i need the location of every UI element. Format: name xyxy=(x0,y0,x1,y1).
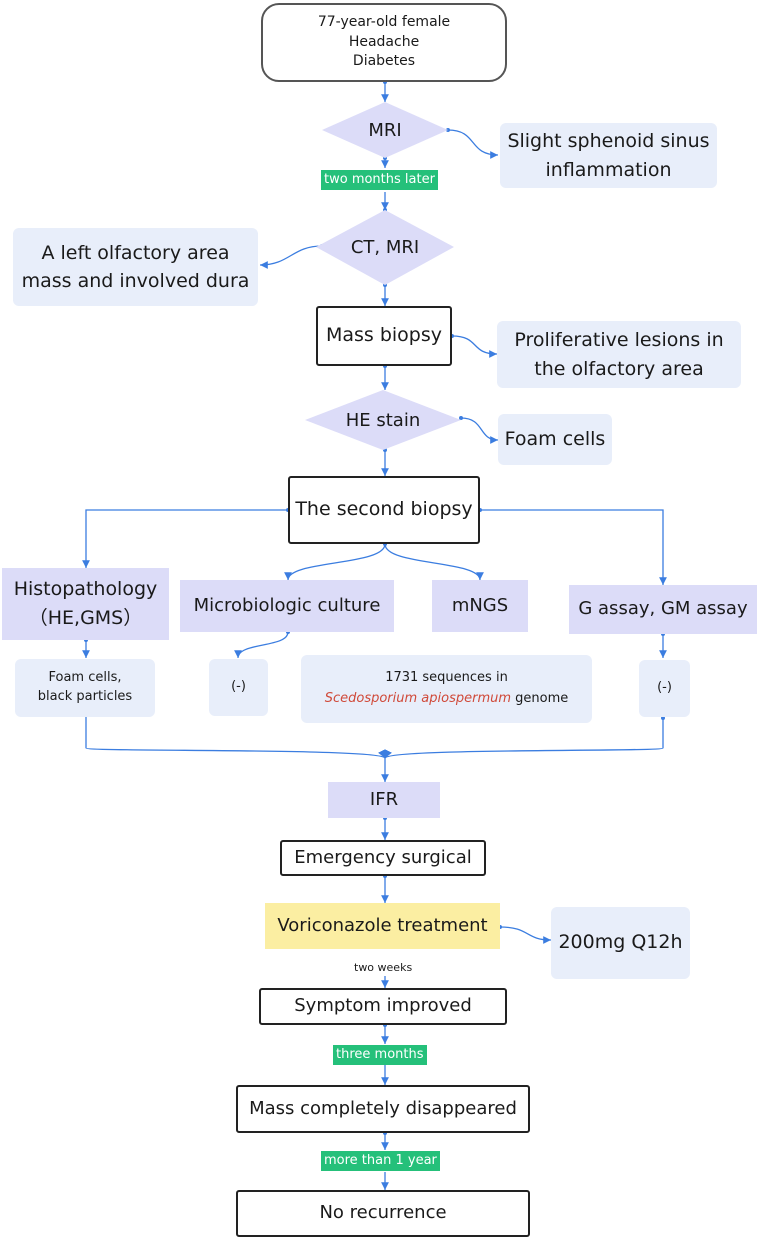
second-biopsy-box: The second biopsy xyxy=(288,476,480,544)
microbiologic-culture-label: Microbiologic culture xyxy=(193,594,381,616)
histopathology-box: Histopathology （HE,GMS） xyxy=(2,568,169,640)
he-stain-label: HE stain xyxy=(345,409,421,431)
genome-suffix: genome xyxy=(511,691,569,706)
mngs-label: mNGS xyxy=(451,594,509,616)
dose-label: 200mg Q12h xyxy=(558,931,683,954)
emergency-surgical-box: Emergency surgical xyxy=(280,840,486,876)
no-recurrence-label: No recurrence xyxy=(319,1202,447,1224)
proliferative-box: Proliferative lesions in the olfactory a… xyxy=(497,321,741,388)
ct-mri-diamond: CT, MRI xyxy=(316,210,454,285)
mass-disappeared-box: Mass completely disappeared xyxy=(236,1085,530,1133)
ifr-label: IFR xyxy=(369,788,399,810)
delay-label-3: three months xyxy=(333,1045,427,1065)
mass-disappeared-label: Mass completely disappeared xyxy=(249,1097,517,1119)
olfactory-line-2: mass and involved dura xyxy=(21,270,250,292)
mass-biopsy-box: Mass biopsy xyxy=(316,306,452,366)
mngs-box: mNGS xyxy=(432,580,528,632)
foam-black-particles-box: Foam cells, black particles xyxy=(15,659,155,717)
sinus-line-2: inflammation xyxy=(545,158,672,181)
mass-biopsy-label: Mass biopsy xyxy=(325,324,443,347)
patient-age-sex: 77-year-old female xyxy=(317,14,451,31)
proliferative-line-1: Proliferative lesions in xyxy=(514,329,724,351)
voriconazole-box: Voriconazole treatment xyxy=(265,903,500,949)
assay-result-label: (-) xyxy=(657,680,672,696)
histopathology-line-1: Histopathology xyxy=(13,577,158,600)
mngs-result-line-1: 1731 sequences in xyxy=(385,670,508,686)
symptom-improved-label: Symptom improved xyxy=(294,995,472,1017)
foam-black-line-2: black particles xyxy=(37,689,133,704)
patient-history: Diabetes xyxy=(352,53,416,70)
no-recurrence-box: No recurrence xyxy=(236,1190,530,1237)
voriconazole-label: Voriconazole treatment xyxy=(277,914,488,936)
histopathology-line-2: （HE,GMS） xyxy=(28,607,143,629)
foam-cells-box: Foam cells xyxy=(498,414,612,465)
mngs-result-box: 1731 sequences in Scedosporium apiosperm… xyxy=(301,655,592,723)
ct-mri-label: CT, MRI xyxy=(350,237,420,258)
proliferative-line-2: the olfactory area xyxy=(534,357,704,380)
delay-label-1: two months later xyxy=(321,170,438,190)
microbiologic-culture-box: Microbiologic culture xyxy=(180,580,394,632)
delay-label-4: more than 1 year xyxy=(321,1151,440,1171)
foam-cells-label: Foam cells xyxy=(504,427,606,450)
g-gm-assay-box: G assay, GM assay xyxy=(569,585,757,634)
mri-diamond: MRI xyxy=(322,102,448,158)
symptom-improved-box: Symptom improved xyxy=(259,988,507,1025)
sinus-finding-box: Slight sphenoid sinus inflammation xyxy=(500,123,717,188)
mngs-result-line-2: Scedosporium apiospermum genome xyxy=(325,689,569,710)
ifr-box: IFR xyxy=(328,782,440,818)
delay-label-2: two weeks xyxy=(354,961,413,974)
sinus-line-1: Slight sphenoid sinus xyxy=(507,130,710,152)
second-biopsy-label: The second biopsy xyxy=(295,498,473,521)
g-gm-assay-label: G assay, GM assay xyxy=(578,598,748,620)
assay-result-box: (-) xyxy=(639,660,690,717)
culture-result-label: (-) xyxy=(231,679,246,695)
he-stain-diamond: HE stain xyxy=(305,390,461,450)
olfactory-mass-box: A left olfactory area mass and involved … xyxy=(13,228,258,306)
emergency-surgical-label: Emergency surgical xyxy=(294,846,472,868)
dose-box: 200mg Q12h xyxy=(551,907,690,979)
olfactory-line-1: A left olfactory area xyxy=(41,241,230,264)
culture-result-box: (-) xyxy=(209,659,268,716)
mri-label: MRI xyxy=(368,119,402,141)
patient-box: 77-year-old female Headache Diabetes xyxy=(261,3,507,82)
species-name: Scedosporium apiospermum xyxy=(324,691,512,706)
patient-symptom: Headache xyxy=(348,33,420,50)
foam-black-line-1: Foam cells, xyxy=(48,670,122,686)
